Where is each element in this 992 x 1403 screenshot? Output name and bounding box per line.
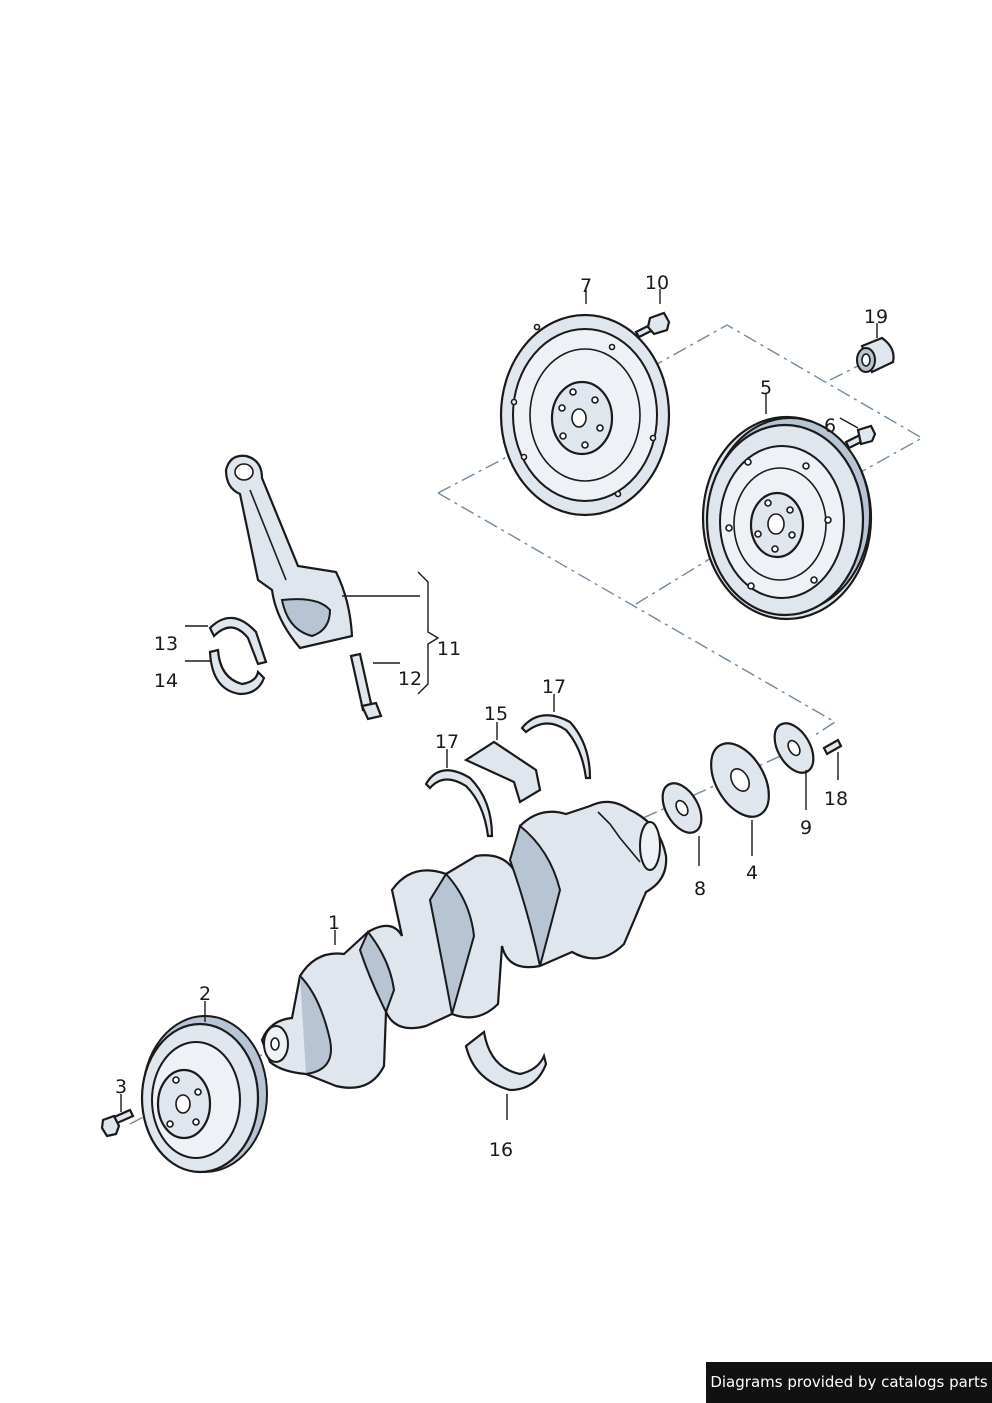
callout-17-top: 17: [542, 676, 566, 698]
callout-4: 4: [746, 862, 758, 884]
leader-lines: [120, 289, 878, 1120]
callout-19: 19: [864, 306, 888, 328]
con-rod-bearing-lower: [208, 648, 266, 696]
callout-7: 7: [580, 275, 592, 297]
flywheel-plate: [499, 313, 671, 517]
callout-16: 16: [489, 1139, 513, 1161]
callout-5: 5: [760, 377, 772, 399]
callout-17-left: 17: [435, 731, 459, 753]
damper-bolt: [100, 1108, 135, 1138]
callout-15: 15: [484, 703, 508, 725]
pilot-bush: [856, 336, 895, 374]
main-bearing-shell-lower: [464, 1029, 548, 1092]
callout-12: 12: [398, 668, 422, 690]
callout-9: 9: [800, 817, 812, 839]
shim-plate: [661, 782, 703, 834]
shim-plate-outer: [773, 722, 815, 774]
thrust-washer-left: [424, 769, 494, 838]
callout-1: 1: [328, 912, 340, 934]
callout-6: 6: [824, 415, 836, 437]
connecting-rod: [224, 454, 354, 650]
flywheel-bolt: [634, 311, 671, 339]
crankshaft: [260, 800, 668, 1089]
drive-plate: [710, 742, 770, 818]
callout-8: 8: [694, 878, 706, 900]
vibration-damper: [140, 1015, 268, 1174]
callout-14: 14: [154, 670, 178, 692]
callout-10: 10: [645, 272, 669, 294]
callout-2: 2: [199, 983, 211, 1005]
dmf-bolt: [844, 424, 877, 450]
credit-banner: Diagrams provided by catalogs parts: [706, 1362, 992, 1403]
dual-mass-flywheel: [701, 415, 873, 621]
con-rod-bearing-upper: [208, 616, 268, 666]
callout-3: 3: [115, 1076, 127, 1098]
con-rod-bolt: [349, 652, 383, 721]
callout-11: 11: [437, 638, 461, 660]
callout-labels: 7 10 19 5 6 11 13 14 12 17 15 17 18 9 4 …: [115, 272, 888, 1161]
dowel-pin: [822, 738, 843, 756]
thrust-washer-right: [520, 714, 592, 780]
callout-18: 18: [824, 788, 848, 810]
callout-13: 13: [154, 633, 178, 655]
main-bearing-shell-upper: [463, 740, 542, 804]
